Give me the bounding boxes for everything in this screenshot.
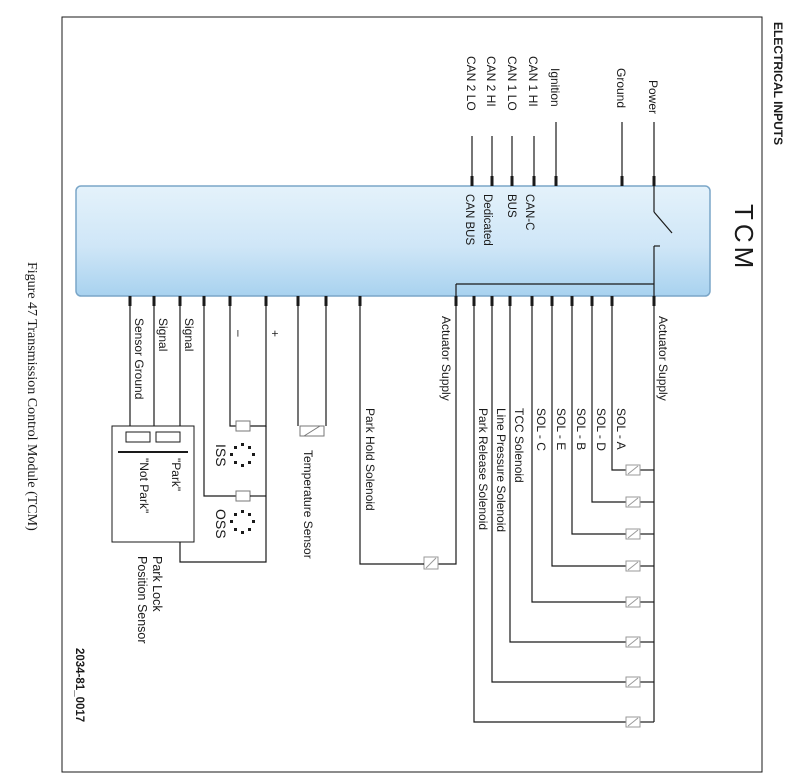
label-park-lock-line2: Position Sensor bbox=[135, 556, 149, 644]
label-actuator-supply-top: Actuator Supply bbox=[656, 316, 670, 401]
oss-sensor-icon bbox=[230, 510, 255, 534]
solenoid-sol-e-icon bbox=[625, 560, 641, 572]
label-line-pressure: Line Pressure Solenoid bbox=[494, 408, 508, 532]
bus-label-can-c: CAN-C bbox=[523, 194, 535, 230]
label-sol-c: SOL - C bbox=[534, 408, 548, 451]
diagram-frame bbox=[61, 16, 763, 773]
park-hold-circuit bbox=[359, 296, 457, 570]
input-wires bbox=[470, 122, 656, 186]
label-minus: – bbox=[232, 330, 246, 337]
solenoid-sol-a-icon bbox=[625, 464, 641, 476]
label-signal-2: Signal bbox=[156, 318, 170, 351]
label-park-lock-line1: Park Lock bbox=[150, 556, 164, 612]
park-switch-icon bbox=[155, 431, 181, 443]
power-switch bbox=[653, 186, 673, 296]
label-sensor-ground: Sensor Ground bbox=[132, 318, 146, 399]
solenoid-wires bbox=[473, 296, 626, 723]
bus-label-dedicated: Dedicated bbox=[481, 194, 493, 246]
temperature-sensor-circuit bbox=[297, 296, 327, 437]
oss-connector-icon bbox=[235, 490, 251, 502]
label-signal-1: Signal bbox=[182, 318, 196, 351]
solenoid-park-release-icon bbox=[625, 716, 641, 728]
input-power: Power bbox=[646, 80, 660, 114]
iss-sensor-icon bbox=[230, 443, 255, 467]
solenoid-line-pressure-icon bbox=[625, 676, 641, 688]
input-can1-lo: CAN 1 LO bbox=[505, 56, 519, 111]
solenoid-tcc-icon bbox=[625, 636, 641, 648]
label-park-release: Park Release Solenoid bbox=[476, 408, 490, 530]
section-title: ELECTRICAL INPUTS bbox=[771, 22, 785, 145]
internal-actuator-supply bbox=[455, 283, 654, 296]
solenoid-symbols bbox=[625, 464, 641, 728]
label-actuator-supply-bottom: Actuator Supply bbox=[439, 316, 453, 401]
tcm-module bbox=[75, 185, 711, 297]
input-ignition: Ignition bbox=[548, 68, 562, 107]
input-can2-lo: CAN 2 LO bbox=[464, 56, 478, 111]
speed-sensor-circuit bbox=[179, 296, 267, 563]
bus-label-can-bus: CAN BUS bbox=[463, 194, 475, 245]
tcm-title: TCM bbox=[729, 204, 759, 272]
label-not-park: "Not Park" bbox=[137, 458, 151, 513]
park-lock-sensor-box bbox=[111, 425, 195, 543]
label-tcc-solenoid: TCC Solenoid bbox=[512, 408, 526, 483]
figure-id: 2034-81_0017 bbox=[73, 648, 85, 722]
label-oss: OSS bbox=[213, 509, 229, 539]
label-sol-a: SOL - A bbox=[614, 408, 628, 450]
bus-label-bus: BUS bbox=[505, 194, 517, 218]
input-can1-hi: CAN 1 HI bbox=[526, 56, 540, 107]
label-park-hold: Park Hold Solenoid bbox=[363, 408, 377, 511]
solenoid-sol-c-icon bbox=[625, 596, 641, 608]
not-park-switch-icon bbox=[125, 431, 151, 443]
input-can2-hi: CAN 2 HI bbox=[484, 56, 498, 107]
label-temperature-sensor: Temperature Sensor bbox=[301, 450, 315, 559]
label-plus: + bbox=[268, 330, 282, 337]
label-sol-e: SOL - E bbox=[554, 408, 568, 450]
actuator-supply-bus bbox=[640, 296, 655, 723]
park-lock-sensor-circuit bbox=[111, 296, 195, 543]
label-sol-b: SOL - B bbox=[574, 408, 588, 450]
label-park: "Park" bbox=[169, 458, 183, 491]
figure-caption: Figure 47 Transmission Control Module (T… bbox=[24, 262, 39, 531]
iss-connector-icon bbox=[235, 420, 251, 432]
output-pins bbox=[128, 296, 656, 306]
input-ground: Ground bbox=[614, 68, 628, 108]
solenoid-sol-b-icon bbox=[625, 528, 641, 540]
label-iss: ISS bbox=[213, 444, 229, 467]
solenoid-sol-d-icon bbox=[625, 496, 641, 508]
label-sol-d: SOL - D bbox=[594, 408, 608, 451]
